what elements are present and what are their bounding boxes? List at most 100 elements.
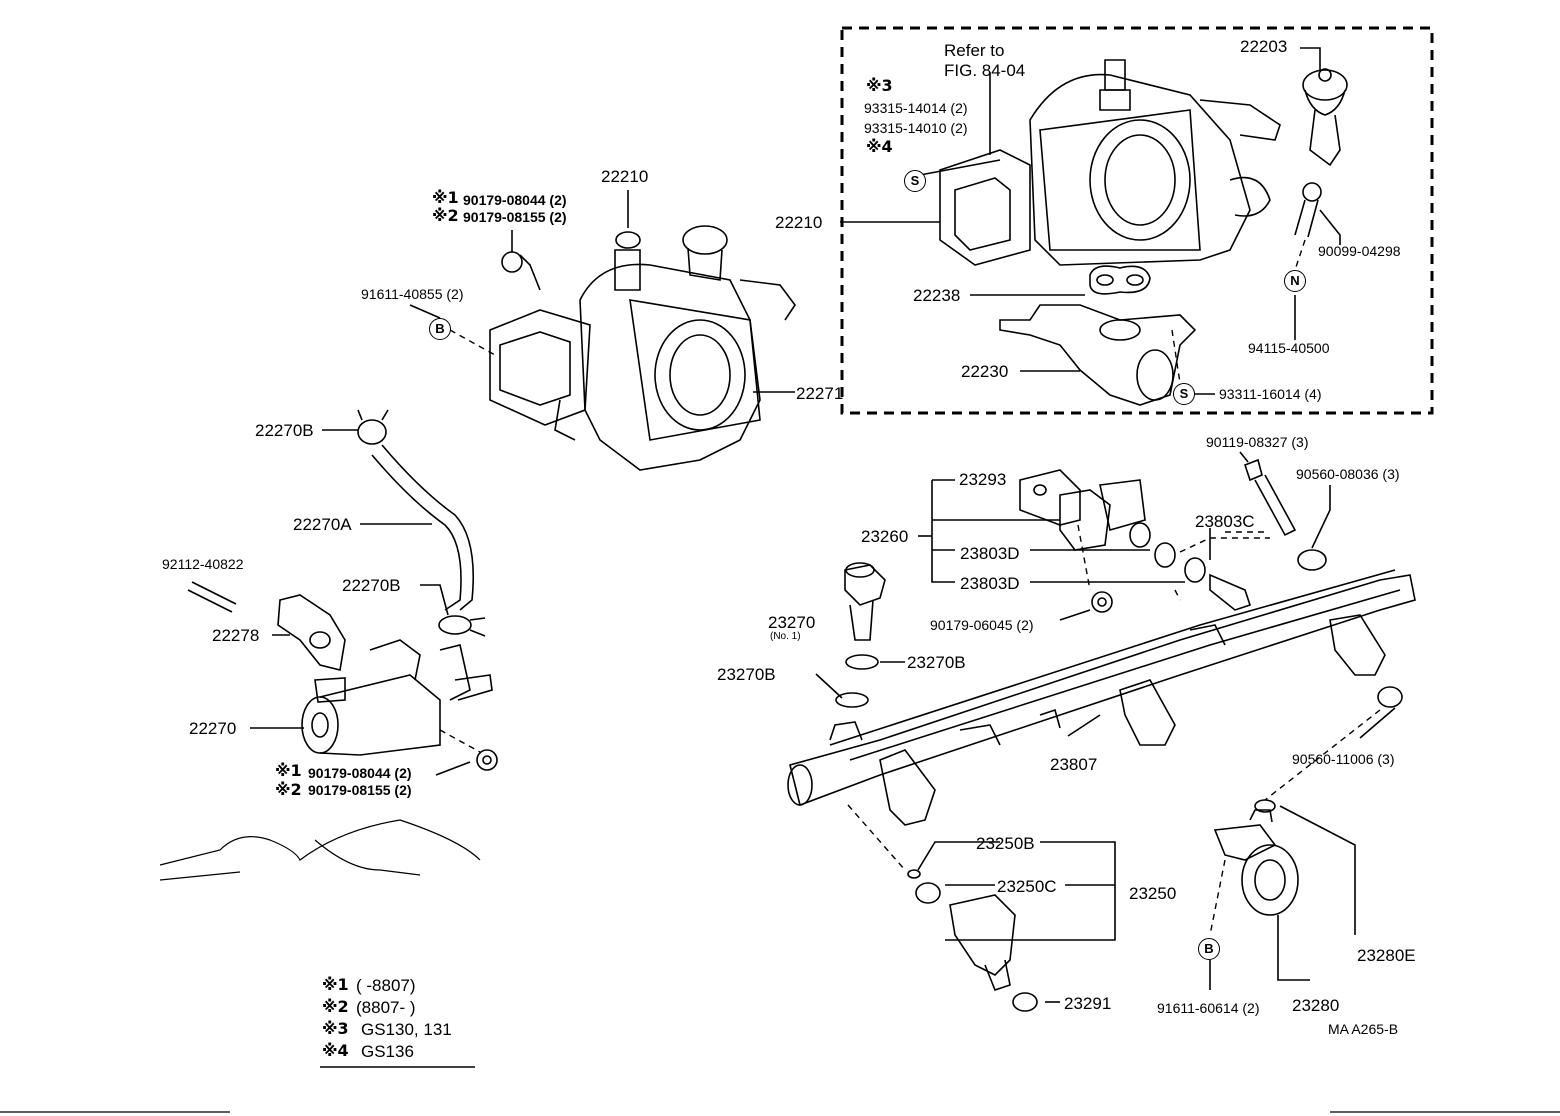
inset-throttle-body (939, 59, 1281, 266)
label-90119-08327: 90119-08327 (3) (1206, 434, 1309, 450)
nut-90179-06045 (1091, 591, 1113, 613)
part-22203 (1302, 68, 1348, 167)
label-22270: 22270 (189, 719, 237, 738)
label-91611-40855: 91611-40855 (2) (361, 286, 464, 302)
label-23260: 23260 (861, 527, 909, 546)
label-91611-60614: 91611-60614 (2) (1157, 1000, 1260, 1016)
label-22210: 22210 (601, 167, 649, 186)
label-90099-04298: 90099-04298 (1318, 243, 1401, 259)
washer-90560-11006 (1377, 686, 1403, 708)
legend-text-3: GS130, 131 (361, 1020, 452, 1039)
oring-23270B-a (845, 654, 879, 670)
label-23250C: 23250C (997, 877, 1057, 896)
hose-22270A (371, 444, 475, 611)
label-90560-08036: 90560-08036 (3) (1296, 466, 1400, 482)
bolt-90119 (1243, 458, 1297, 537)
label-23803D-b: 23803D (960, 574, 1020, 593)
regulator-23270 (844, 562, 886, 641)
note-mark-2-top: ※2 (432, 206, 459, 225)
circle-s-22230: S (1173, 383, 1195, 405)
gasket-22238 (1089, 265, 1151, 295)
label-94115-40500: 94115-40500 (1248, 340, 1330, 356)
legend-text-1: ( -8807) (356, 976, 416, 995)
legend-text-2: (8807- ) (356, 998, 416, 1017)
inset-box (840, 26, 1434, 415)
label-22230: 22230 (961, 362, 1009, 381)
label-22278: 22278 (212, 626, 260, 645)
damper-23280 (1213, 809, 1299, 916)
label-23270: 23270 (768, 613, 816, 632)
fuel-rail-23807 (787, 569, 1416, 826)
label-90560-11006: 90560-11006 (3) (1292, 751, 1395, 767)
label-22270A: 22270A (293, 515, 352, 534)
label-93315-14010: 93315-14010 (2) (864, 120, 968, 136)
legend-mark-2: ※2 (322, 997, 349, 1016)
circle-b-bottom: B (1198, 938, 1220, 960)
oring-23270B-b (835, 692, 869, 708)
label-90179-08155-left: 90179-08155 (2) (308, 782, 412, 798)
label-22238: 22238 (913, 286, 961, 305)
label-23250B: 23250B (976, 834, 1035, 853)
legend-mark-4: ※4 (322, 1041, 349, 1060)
circle-n: N (1284, 270, 1306, 292)
label-23280: 23280 (1292, 996, 1340, 1015)
circle-b-top: B (429, 318, 451, 340)
label-23270-no1: (No. 1) (770, 631, 801, 642)
label-23270B-b: 23270B (717, 665, 776, 684)
legend-text-4: GS136 (361, 1042, 414, 1061)
circle-s-inset: S (904, 170, 926, 192)
stud-92112 (187, 581, 237, 613)
label-23803C: 23803C (1195, 512, 1255, 531)
insulator-23291 (1012, 992, 1038, 1012)
refer-text-2: FIG. 84-04 (944, 61, 1026, 80)
part-22230 (999, 304, 1197, 406)
legend-mark-3: ※3 (322, 1019, 349, 1038)
label-23803D-a: 23803D (960, 544, 1020, 563)
label-22270B-mid: 22270B (342, 576, 401, 595)
label-23291: 23291 (1064, 994, 1112, 1013)
note-mark-3: ※3 (866, 76, 893, 95)
washer-90560-08036 (1297, 549, 1327, 571)
note-mark-2-left: ※2 (275, 780, 302, 799)
label-90179-08044-top: 90179-08044 (2) (463, 192, 567, 208)
label-90179-08155-top: 90179-08155 (2) (463, 209, 567, 225)
label-22203: 22203 (1240, 37, 1288, 56)
figure-code: MA A265-B (1328, 1021, 1399, 1037)
nut-90179-left (476, 749, 498, 771)
label-23293: 23293 (959, 470, 1007, 489)
label-22210-inset: 22210 (775, 213, 823, 232)
label-23280E: 23280E (1357, 946, 1416, 965)
label-93315-14014: 93315-14014 (2) (864, 100, 968, 116)
label-90179-08044-left: 90179-08044 (2) (308, 765, 412, 781)
label-22271: 22271 (796, 384, 844, 403)
main-throttle-body (489, 225, 796, 471)
note-mark-1-top: ※1 (432, 188, 459, 207)
note-mark-4: ※4 (866, 137, 893, 156)
label-22270B-top: 22270B (255, 421, 314, 440)
bolt-90099 (1294, 182, 1322, 238)
label-23270B-a: 23270B (907, 653, 966, 672)
right-leaders (815, 451, 1396, 1003)
valve-22270 (301, 639, 493, 756)
valve-23260 (1019, 469, 1151, 551)
label-92112-40822: 92112-40822 (162, 556, 244, 572)
engine-outline (159, 819, 481, 881)
clip-90179-top (501, 251, 541, 291)
washer-23803D-b (1184, 557, 1206, 583)
note-mark-1-left: ※1 (275, 761, 302, 780)
left-leaders (250, 523, 471, 776)
bracket-22278 (277, 594, 346, 671)
label-90179-06045: 90179-06045 (2) (930, 617, 1034, 633)
legend-mark-1: ※1 (322, 975, 349, 994)
label-23250: 23250 (1129, 884, 1177, 903)
inset-leaders (840, 47, 1341, 395)
bolt-23803C (1209, 573, 1252, 611)
clamp-22270B-mid (438, 615, 486, 637)
main-leaders (322, 190, 795, 431)
label-93311-16014: 93311-16014 (4) (1219, 386, 1322, 402)
washer-23803D-a (1154, 542, 1176, 568)
refer-text-1: Refer to (944, 41, 1005, 60)
clamp-22270B-top (357, 409, 389, 445)
